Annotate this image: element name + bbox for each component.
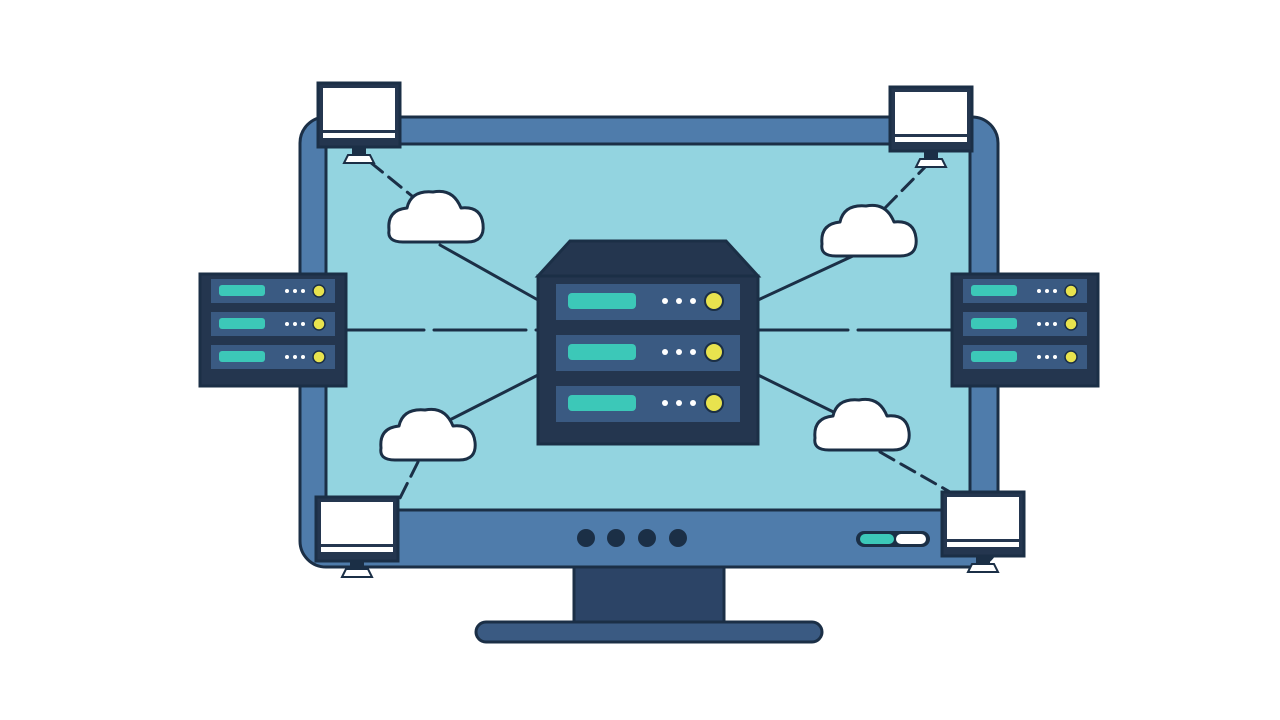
connector-line: [438, 243, 540, 302]
server-unit: [210, 311, 336, 337]
server-unit: [962, 344, 1088, 370]
server-unit: [556, 284, 740, 320]
connector-line: [883, 160, 932, 210]
server-unit: [556, 335, 740, 371]
central-server: [534, 239, 762, 446]
status-light: [690, 349, 696, 355]
server-unit: [556, 386, 740, 422]
connector-line: [368, 160, 414, 198]
connector-line: [398, 460, 420, 500]
connector-line: [756, 253, 857, 302]
drive-bay: [568, 395, 636, 411]
right-side-server: [950, 272, 1100, 388]
power-indicator: [704, 393, 724, 413]
status-light: [676, 298, 682, 304]
server-unit: [962, 278, 1088, 304]
monitor-button: [669, 529, 687, 547]
connector-line: [878, 450, 952, 494]
status-light: [676, 349, 682, 355]
power-indicator: [704, 291, 724, 311]
status-light: [662, 349, 668, 355]
monitor-button: [638, 529, 656, 547]
monitor-stand-neck: [572, 564, 726, 630]
server-unit: [210, 344, 336, 370]
monitor-button: [607, 529, 625, 547]
status-light: [662, 400, 668, 406]
monitor-button: [577, 529, 595, 547]
status-light: [690, 298, 696, 304]
left-side-server: [198, 272, 348, 388]
drive-bay: [568, 293, 636, 309]
power-indicator: [704, 342, 724, 362]
server-unit: [210, 278, 336, 304]
server-unit: [962, 311, 1088, 337]
monitor-stand-base: [474, 620, 824, 644]
status-light: [662, 298, 668, 304]
status-light: [690, 400, 696, 406]
status-light: [676, 400, 682, 406]
drive-bay: [568, 344, 636, 360]
server-top: [534, 239, 762, 278]
monitor-toggle-indicator: [856, 531, 930, 547]
